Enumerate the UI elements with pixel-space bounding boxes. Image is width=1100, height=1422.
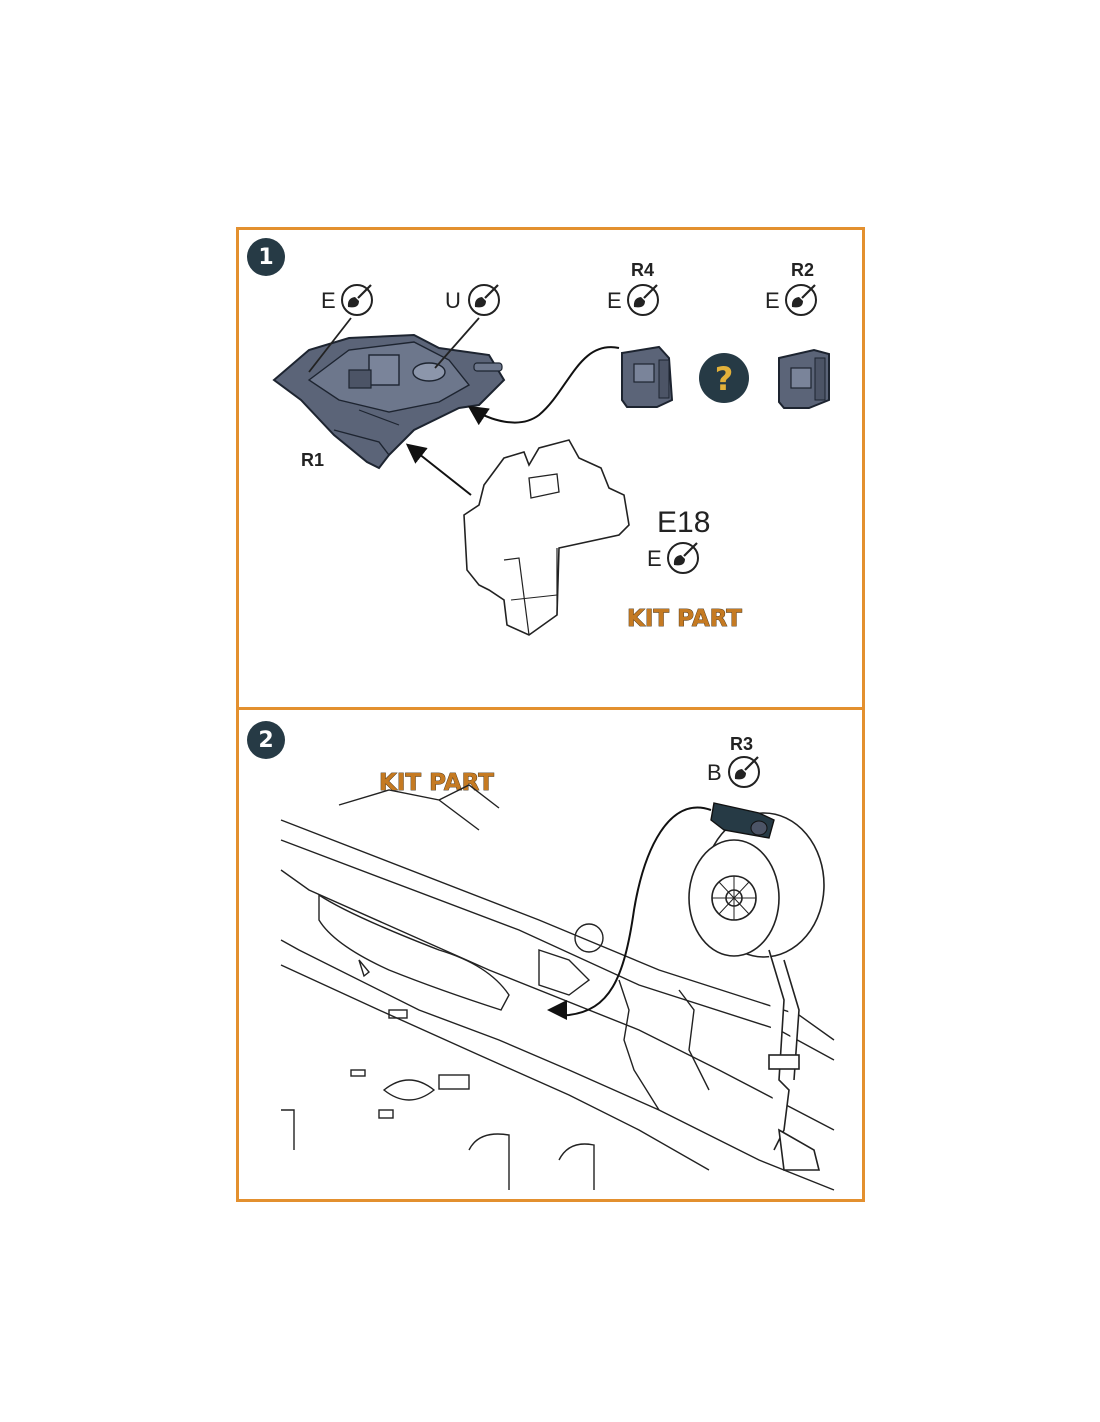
instruction-frame: E U R1 R4 E ? R2 E (236, 227, 865, 1202)
paint-code-main-right: U (445, 288, 461, 313)
resin-part-r3 (710, 802, 775, 839)
part-label-r3: R3 (730, 734, 753, 754)
kit-part-e18 (463, 439, 630, 636)
paint-code-r2: E (765, 288, 780, 313)
resin-part-r1 (272, 333, 506, 470)
part-label-e18: E18 (657, 506, 710, 539)
step-number-badge: 1 (247, 238, 285, 276)
paint-code-r4: E (607, 288, 622, 313)
kit-part-label: KIT PART (627, 606, 742, 632)
step-2-panel: KIT PART (239, 710, 862, 1199)
paint-code-e18: E (647, 546, 662, 571)
option-symbol: ? (715, 360, 734, 398)
step-1-panel: E U R1 R4 E ? R2 E (239, 230, 862, 707)
paintbrush-icon (626, 283, 660, 317)
leader-line (308, 317, 352, 373)
paint-code-main-left: E (321, 288, 336, 313)
paint-code-r3: B (707, 760, 722, 785)
paintbrush-icon (666, 541, 700, 575)
part-label-r1: R1 (301, 450, 324, 470)
assembly-arrow-icon (467, 346, 620, 426)
leader-line (434, 317, 480, 369)
part-label-r4: R4 (631, 260, 654, 280)
paintbrush-icon (467, 283, 501, 317)
landing-gear-wheel (688, 812, 825, 1171)
step-1-drawing: E U R1 R4 E ? R2 E (272, 260, 830, 636)
step-2-drawing: KIT PART (280, 734, 835, 1191)
assembly-arrow-icon (547, 806, 712, 1021)
resin-part-r2 (778, 348, 830, 409)
step-number-badge: 2 (247, 721, 285, 759)
question-mark-icon: ? (699, 353, 749, 403)
step-divider (239, 707, 862, 710)
part-label-r2: R2 (791, 260, 814, 280)
resin-part-r4 (621, 345, 674, 408)
assembly-arrow-icon (405, 443, 472, 496)
paintbrush-icon (784, 283, 818, 317)
paintbrush-icon (727, 755, 761, 789)
paintbrush-icon (340, 283, 374, 317)
